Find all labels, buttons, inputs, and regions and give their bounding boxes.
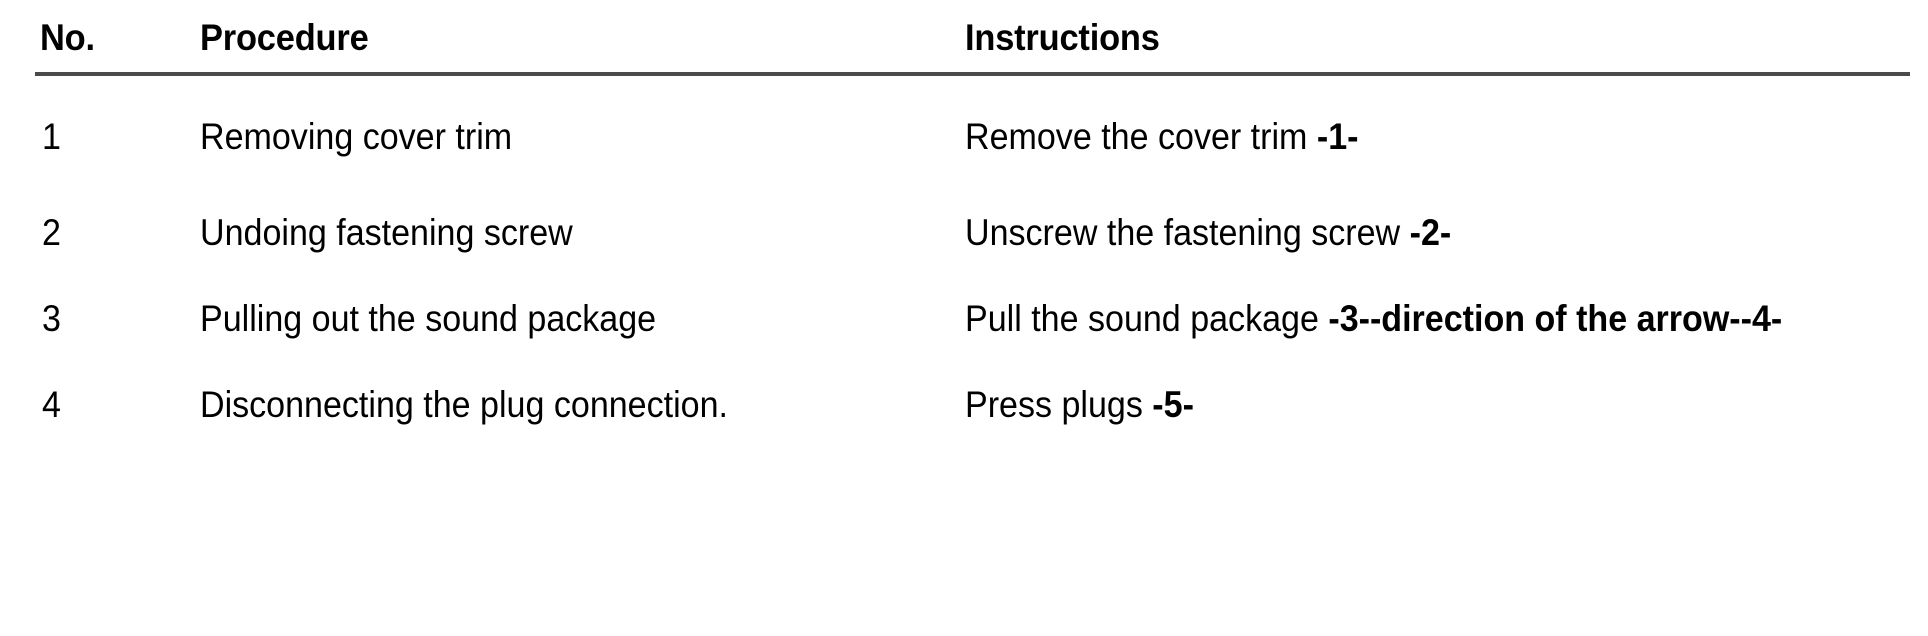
cell-procedure: Disconnecting the plug connection. bbox=[160, 380, 945, 430]
instructions-plain-text: Pull the sound package bbox=[965, 298, 1329, 339]
header-row: No. Procedure Instructions bbox=[0, 0, 1928, 60]
procedure-text: Removing cover trim bbox=[200, 116, 513, 157]
column-header-instructions: Instructions bbox=[945, 0, 1928, 60]
row-number: 1 bbox=[42, 116, 61, 157]
instructions-text: Press plugs -5- bbox=[965, 380, 1851, 430]
cell-procedure: Removing cover trim bbox=[160, 112, 945, 162]
column-header-procedure: Procedure bbox=[160, 0, 945, 60]
instructions-reference-marker: -1- bbox=[1316, 116, 1359, 157]
cell-instructions: Unscrew the fastening screw -2- bbox=[945, 208, 1928, 258]
cell-instructions: Press plugs -5- bbox=[945, 380, 1928, 430]
column-header-no-label: No. bbox=[40, 17, 95, 58]
row-number: 4 bbox=[42, 384, 61, 425]
instructions-plain-text: Press plugs bbox=[965, 384, 1153, 425]
column-header-procedure-label: Procedure bbox=[200, 17, 369, 58]
table-body: 1 Removing cover trim Remove the cover t… bbox=[0, 90, 1928, 430]
row-spacer-cell bbox=[945, 344, 1928, 380]
row-spacer-cell bbox=[160, 258, 945, 294]
row-spacer-cell bbox=[160, 344, 945, 380]
row-spacer-cell bbox=[160, 162, 945, 208]
row-number: 3 bbox=[42, 298, 61, 339]
column-header-no: No. bbox=[0, 0, 160, 60]
cell-no: 1 bbox=[0, 112, 160, 162]
table-row: 2 Undoing fastening screw Unscrew the fa… bbox=[0, 208, 1928, 258]
row-spacer bbox=[0, 258, 1928, 294]
instructions-text: Remove the cover trim -1- bbox=[965, 112, 1851, 162]
instructions-reference-marker: -5- bbox=[1152, 384, 1194, 425]
instructions-reference-marker: -2- bbox=[1409, 212, 1452, 253]
header-divider bbox=[35, 72, 1910, 76]
row-spacer-cell bbox=[160, 90, 945, 112]
cell-procedure: Undoing fastening screw bbox=[160, 208, 945, 258]
table-row: 1 Removing cover trim Remove the cover t… bbox=[0, 112, 1928, 162]
row-spacer-cell bbox=[0, 162, 160, 208]
cell-no: 2 bbox=[0, 208, 160, 258]
row-spacer-cell bbox=[0, 344, 160, 380]
header-rule-row bbox=[0, 60, 1928, 90]
row-spacer-cell bbox=[0, 258, 160, 294]
procedure-text: Pulling out the sound package bbox=[200, 298, 657, 339]
cell-instructions: Remove the cover trim -1- bbox=[945, 112, 1928, 162]
cell-no: 3 bbox=[0, 294, 160, 344]
procedure-table: No. Procedure Instructions bbox=[0, 0, 1928, 430]
instructions-plain-text: Remove the cover trim bbox=[965, 116, 1317, 157]
procedure-text: Undoing fastening screw bbox=[200, 212, 573, 253]
row-spacer bbox=[0, 90, 1928, 112]
row-spacer bbox=[0, 344, 1928, 380]
procedure-text: Disconnecting the plug connection. bbox=[200, 384, 728, 425]
row-spacer bbox=[0, 162, 1928, 208]
instructions-plain-text: Unscrew the fastening screw bbox=[965, 212, 1410, 253]
header-rule-cell bbox=[0, 60, 1928, 90]
row-spacer-cell bbox=[945, 258, 1928, 294]
row-spacer-cell bbox=[945, 90, 1928, 112]
cell-no: 4 bbox=[0, 380, 160, 430]
row-number: 2 bbox=[42, 212, 61, 253]
cell-procedure: Pulling out the sound package bbox=[160, 294, 945, 344]
table-header: No. Procedure Instructions bbox=[0, 0, 1928, 90]
instructions-text: Pull the sound package -3--direction of … bbox=[965, 294, 1851, 344]
instructions-text: Unscrew the fastening screw -2- bbox=[965, 208, 1851, 258]
table-row: 3 Pulling out the sound package Pull the… bbox=[0, 294, 1928, 344]
table-row: 4 Disconnecting the plug connection. Pre… bbox=[0, 380, 1928, 430]
instructions-reference-marker: -3--direction of the arrow--4- bbox=[1328, 298, 1783, 339]
cell-instructions: Pull the sound package -3--direction of … bbox=[945, 294, 1928, 344]
column-header-instructions-label: Instructions bbox=[965, 17, 1160, 58]
row-spacer-cell bbox=[0, 90, 160, 112]
row-spacer-cell bbox=[945, 162, 1928, 208]
